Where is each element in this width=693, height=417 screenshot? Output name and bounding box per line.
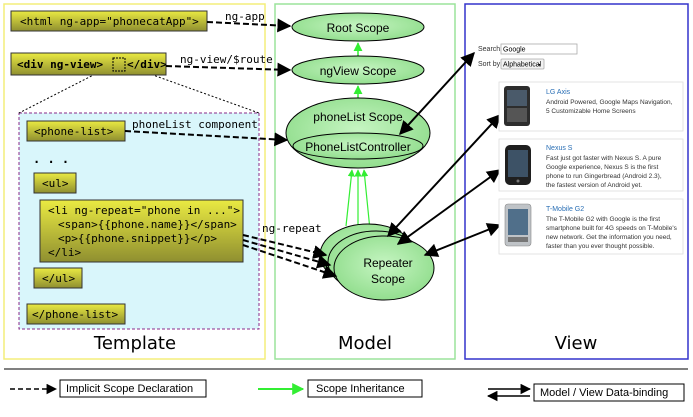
edge-phonelist-component: [124, 130, 289, 147]
phone-snippet-line: faster than you ever thought possible.: [546, 243, 655, 250]
legend-implicit-label: Implicit Scope Declaration: [66, 383, 193, 395]
phone-snippet-line: the fastest version of Android yet.: [546, 182, 642, 189]
search-input[interactable]: [500, 43, 578, 55]
phone-name[interactable]: T-Mobile G2: [546, 206, 584, 213]
legend-binding-label: Model / View Data-binding: [540, 387, 668, 399]
phone-snippet-line: phone to run Gingerbread (Android 2.3),: [546, 173, 662, 180]
repeater-label-2: Scope: [371, 272, 405, 286]
root-scope: Root Scope: [291, 12, 425, 42]
template-panel: [3, 3, 266, 360]
edge-ng-repeat-3: [242, 244, 338, 279]
repeater-label-1: Repeater: [363, 256, 412, 270]
phone-card-lg-axis[interactable]: LG Axis Android Powered, Google Maps Nav…: [498, 81, 684, 132]
edge-ng-view: [165, 62, 292, 77]
edge-phonelist-component-label: phoneList component: [132, 118, 258, 131]
ul-open-text: <ul>: [42, 177, 69, 190]
phone-name[interactable]: LG Axis: [546, 89, 571, 96]
li-line-4: </li>: [48, 246, 81, 259]
ellipsis-text: . . .: [33, 152, 69, 166]
binding-repeater-nexus: [396, 169, 502, 245]
inherit-repeater-3: [361, 169, 371, 231]
edge-ng-view-label: ng-view/$route: [180, 53, 273, 66]
controller-label: PhoneListController: [305, 140, 410, 154]
li-line-2: <span>{{phone.name}}</span>: [58, 218, 237, 231]
phone-image-lg: [504, 86, 530, 126]
edge-ng-app-label: ng-app: [225, 10, 265, 23]
legend-implicit: Implicit Scope Declaration: [10, 379, 207, 398]
phone-list-open-text: <phone-list>: [34, 125, 114, 138]
ul-close-tag: </ul>: [33, 267, 83, 289]
phone-snippet-line: Android Powered, Google Maps Navigation,: [546, 99, 673, 106]
phone-snippet-line: The T-Mobile G2 with Google is the first: [546, 216, 660, 223]
view-slot: [112, 57, 126, 72]
search-label: Search:: [478, 46, 502, 53]
phone-list-close-tag: </phone-list>: [26, 303, 126, 325]
edge-ng-app: [206, 18, 292, 33]
phone-image-nexus: [505, 145, 531, 185]
phone-snippet-line: smartphone built for 4G speeds on T-Mobi…: [546, 225, 678, 232]
phone-snippet-line: new network. Get the information you nee…: [546, 234, 672, 241]
phone-snippet-line: Fast just got faster with Nexus S. A pur…: [546, 155, 662, 162]
binding-repeater-tmobile: [423, 223, 502, 257]
div-close-text: </div>: [127, 58, 167, 71]
sort-select[interactable]: [500, 58, 545, 70]
ul-open-tag: <ul>: [33, 172, 77, 194]
phone-snippet-line: 5 Customizable Home Screens: [546, 108, 636, 115]
template-title: Template: [93, 333, 176, 354]
phone-image-tmobile: [504, 203, 532, 247]
phonelist-scope-label: phoneList Scope: [313, 110, 403, 124]
div-open-text: <div ng-view>: [17, 58, 103, 71]
edge-ng-repeat-label: ng-repeat: [262, 222, 322, 235]
ngview-scope-label: ngView Scope: [320, 64, 397, 78]
div-ngview-tag: <div ng-view> </div>: [10, 52, 167, 76]
sort-select-value: Alphabetical: [503, 62, 542, 69]
phone-card-nexus-s[interactable]: Nexus S Fast just got faster with Nexus …: [498, 138, 684, 192]
inherit-repeater-1: [345, 169, 355, 227]
phone-snippet-line: Google experience, Nexus S is the first: [546, 164, 659, 171]
legend-inheritance: Scope Inheritance: [258, 379, 423, 398]
edge-ng-repeat-1: [242, 234, 328, 259]
li-repeat-block: <li ng-repeat="phone in ..."> <span>{{ph…: [39, 199, 244, 263]
repeater-scope-stack: Repeater Scope: [319, 223, 435, 301]
root-scope-label: Root Scope: [327, 21, 390, 35]
ngview-scope: ngView Scope: [291, 55, 425, 85]
legend-binding: Model / View Data-binding: [486, 383, 685, 402]
edge-ng-repeat-2: [242, 239, 332, 269]
sort-label: Sort by:: [478, 61, 502, 68]
li-line-3: <p>{{phone.snippet}}</p>: [58, 232, 217, 245]
sort-chevron-icon: ▾: [538, 63, 541, 69]
phone-list-close-text: </phone-list>: [32, 308, 118, 321]
phone-name[interactable]: Nexus S: [546, 145, 573, 152]
phone-card-t-mobile-g2[interactable]: T-Mobile G2 The T-Mobile G2 with Google …: [498, 198, 684, 255]
model-title: Model: [338, 333, 392, 354]
html-tag: <html ng-app="phonecatApp">: [10, 10, 208, 32]
li-line-1: <li ng-repeat="phone in ...">: [48, 204, 240, 217]
legend-inheritance-label: Scope Inheritance: [316, 383, 405, 395]
ul-close-text: </ul>: [42, 272, 75, 285]
search-input-value: Google: [503, 47, 526, 54]
view-title: View: [555, 333, 598, 354]
html-tag-text: <html ng-app="phonecatApp">: [20, 15, 199, 28]
phonelist-scope: phoneList Scope PhoneListController: [285, 97, 431, 169]
phone-list-open-tag: <phone-list>: [26, 120, 126, 142]
